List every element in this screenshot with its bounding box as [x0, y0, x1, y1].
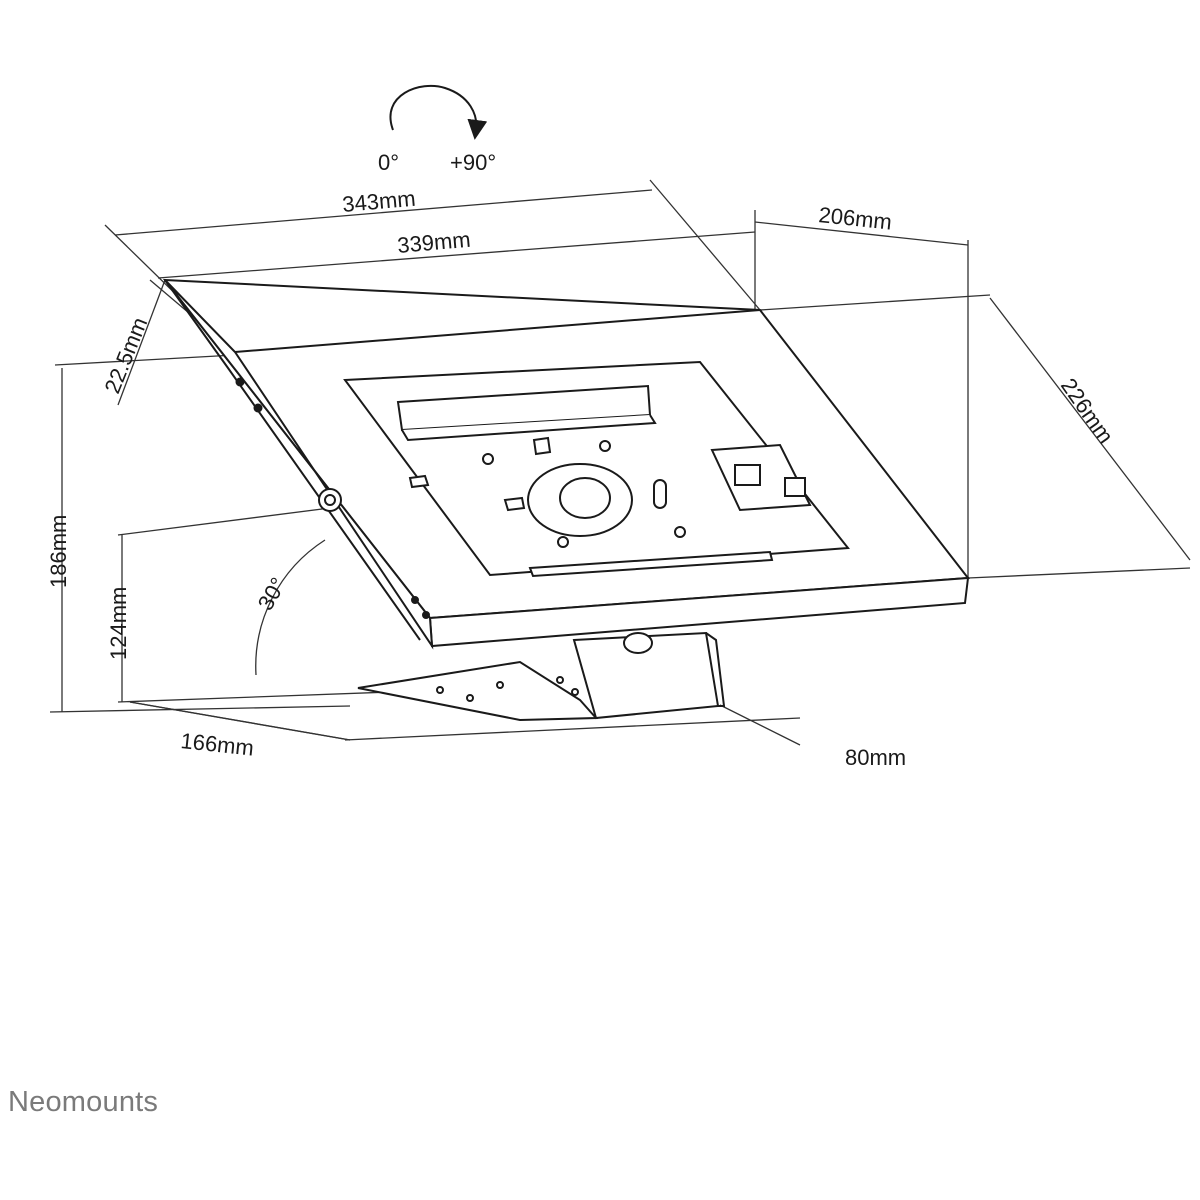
height-right-label: 226mm: [1056, 374, 1119, 448]
brand-logo: Neomounts: [8, 1086, 159, 1118]
rotation-arrow-icon: [389, 84, 488, 140]
base-length-label: 166mm: [179, 728, 255, 761]
depth-label: 22.5mm: [99, 314, 152, 397]
dimension-lines: [49, 179, 1191, 746]
inner-width-label: 339mm: [396, 227, 471, 258]
base-plate: [357, 660, 599, 722]
outer-width-label: 343mm: [341, 186, 416, 217]
rotation-start-label: 0°: [378, 150, 399, 175]
base-height-label: 124mm: [106, 587, 131, 660]
tilt-angle-label: 30°: [253, 573, 291, 614]
rotation-indicator: 0° +90°: [378, 84, 496, 175]
stand-base: [357, 631, 726, 722]
tablet-enclosure: [162, 278, 970, 650]
total-height-label: 186mm: [46, 515, 71, 588]
rotation-end-label: +90°: [450, 150, 496, 175]
base-width-label: 80mm: [845, 745, 906, 770]
enclosure-left-side: [164, 279, 434, 650]
